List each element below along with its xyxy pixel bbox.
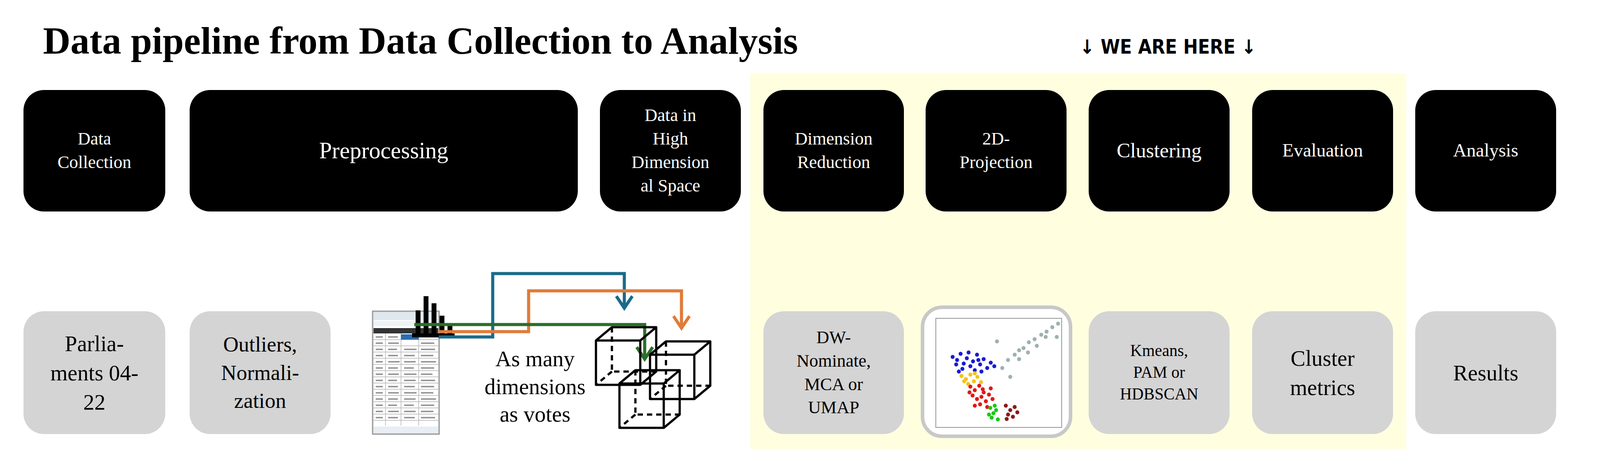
- stage-box: Preprocessing: [189, 89, 578, 212]
- sheet-statusbar: [373, 426, 439, 433]
- cube: [595, 327, 657, 385]
- stage-box: 2D-Projection: [925, 89, 1067, 212]
- diagram-title: Data pipeline from Data Collection to An…: [42, 18, 799, 63]
- thumbnail-frame: [922, 307, 1071, 437]
- detail-box: Cluster metrics: [1252, 311, 1394, 434]
- sheet-grid: [373, 333, 439, 426]
- box-label: Evaluation: [1282, 138, 1363, 163]
- detail-box: Kmeans, PAM or HDBSCAN: [1088, 311, 1230, 434]
- scatter-points: [969, 385, 993, 407]
- detail-box: Parlia- ments 04-22: [23, 311, 166, 434]
- blue-arrowhead: [616, 295, 633, 308]
- box-label: Results: [1452, 358, 1519, 388]
- scatter-points: [961, 373, 982, 384]
- chart-bar: [423, 295, 429, 335]
- plot-axes: [935, 318, 1062, 428]
- scatter-points: [952, 352, 995, 372]
- box-label: Cluster metrics: [1271, 343, 1374, 402]
- sheet-header: [373, 327, 439, 334]
- box-label: Parlia- ments 04-22: [50, 328, 139, 417]
- callout-note: ↓ WE ARE HERE ↓: [1079, 35, 1240, 59]
- scatter-points: [988, 405, 998, 420]
- cube-hidden-edges: [595, 327, 657, 385]
- annotation-text: As many dimensions as votes: [474, 344, 596, 429]
- cube-icons: [595, 327, 711, 428]
- detail-box: Outliers, Normali- zation: [189, 311, 331, 434]
- chart-bar: [431, 303, 437, 335]
- box-label: 2D-Projection: [949, 127, 1043, 175]
- box-label: Preprocessing: [319, 135, 449, 167]
- stage-box: Clustering: [1088, 89, 1230, 212]
- sheet-window: [372, 311, 440, 434]
- stage-box: Evaluation: [1252, 89, 1394, 212]
- box-label: Dimension Reduction: [782, 127, 885, 175]
- scatter-points: [1005, 405, 1018, 419]
- stage-box: Analysis: [1415, 89, 1557, 212]
- box-label: Analysis: [1453, 138, 1519, 163]
- sheet-cells: [375, 336, 437, 418]
- orange-arrowhead: [673, 315, 690, 328]
- blue-arrow: [438, 273, 625, 337]
- sheet-titlebar: [373, 311, 439, 320]
- box-label: Data in High Dimension al Space: [626, 103, 715, 198]
- stage-box: Dimension Reduction: [763, 89, 904, 212]
- detail-box: Results: [1415, 311, 1557, 434]
- box-label: Clustering: [1116, 137, 1202, 165]
- stage-box: Data Collection: [23, 89, 166, 212]
- projection-thumbnail: [922, 307, 1071, 437]
- spreadsheet-icon: [372, 311, 440, 434]
- scatter-points: [996, 323, 1059, 377]
- cube: [619, 369, 680, 428]
- detail-box: DW-Nominate, MCA or UMAP: [763, 311, 904, 434]
- box-label: Data Collection: [45, 127, 144, 175]
- stage-box: Data in High Dimension al Space: [599, 89, 741, 212]
- cube-hidden-edges: [619, 369, 680, 428]
- highlight-band: [750, 73, 1407, 449]
- chart-bar: [415, 310, 421, 335]
- box-label: DW-Nominate, MCA or UMAP: [789, 325, 879, 420]
- box-label: Outliers, Normali- zation: [206, 330, 314, 415]
- box-label: Kmeans, PAM or HDBSCAN: [1117, 339, 1202, 405]
